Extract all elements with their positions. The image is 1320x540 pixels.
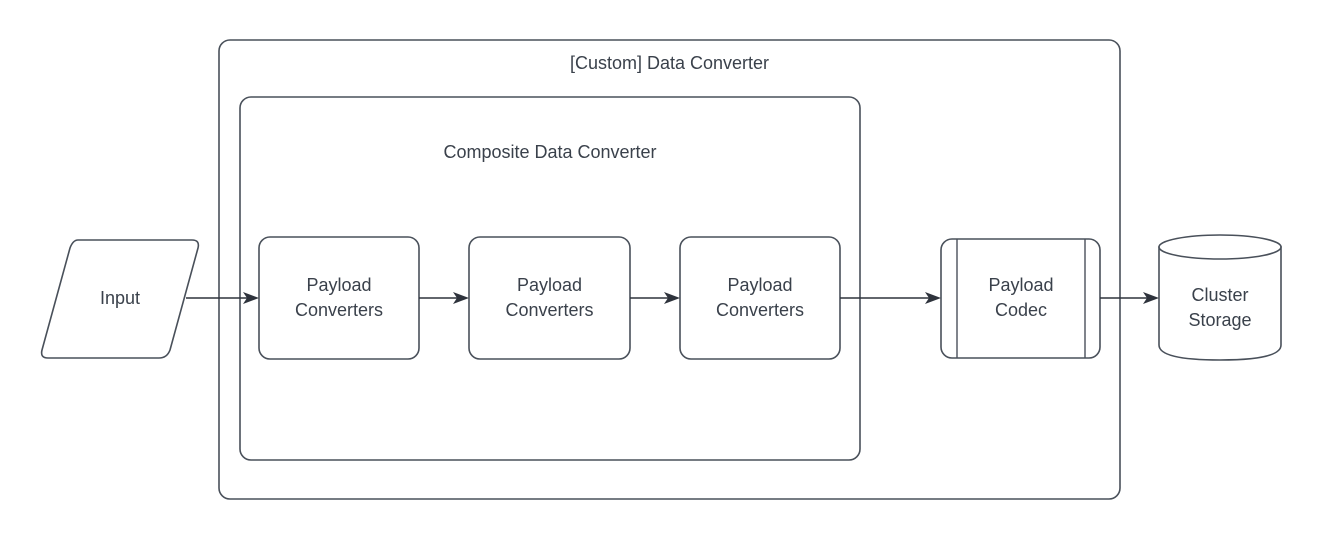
- cluster-storage-top-ellipse: [1158, 234, 1282, 260]
- node-cluster-storage-body[interactable]: [1158, 246, 1282, 361]
- node-payload-converters-2-shape[interactable]: [468, 236, 631, 360]
- node-payload-converters-3-shape[interactable]: [679, 236, 841, 360]
- node-input-shape[interactable]: [40, 239, 200, 359]
- node-payload-converters-1-shape[interactable]: [258, 236, 420, 360]
- connector-codec-to-storage-arrowhead: [1143, 292, 1159, 304]
- connector-pc1-to-pc2-arrowhead: [453, 292, 469, 304]
- connector-pc2-to-pc3-arrowhead: [664, 292, 680, 304]
- node-payload-codec-shape[interactable]: [940, 238, 1101, 359]
- connector-pc3-to-codec-arrowhead: [925, 292, 941, 304]
- connector-input-to-pc1-arrowhead: [243, 292, 259, 304]
